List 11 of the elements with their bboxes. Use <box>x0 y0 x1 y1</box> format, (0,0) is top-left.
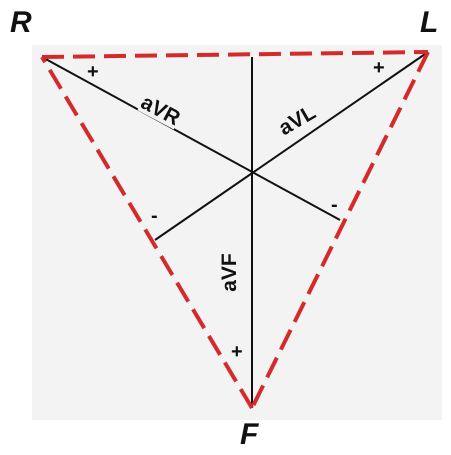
corner-letter: F <box>240 420 258 450</box>
dashed-side-line <box>40 56 254 410</box>
minus-sign: - <box>151 206 158 226</box>
minus-sign: - <box>331 195 338 215</box>
corner-letter: R <box>10 8 32 38</box>
dashed-side-line <box>250 51 430 409</box>
plus-sign: + <box>231 342 243 362</box>
corner-letter: L <box>420 8 438 38</box>
dashed-side-line <box>42 50 428 59</box>
plus-sign: + <box>87 62 99 82</box>
plus-sign: + <box>373 58 385 78</box>
